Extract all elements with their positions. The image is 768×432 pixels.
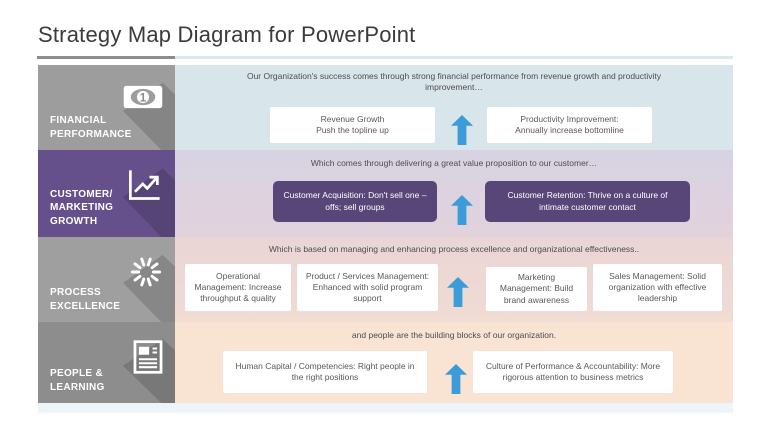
band-caption: Our Organization's success comes through… <box>246 71 662 93</box>
map-body: Our Organization's success comes through… <box>175 65 733 403</box>
strategy-box: Customer Acquisition: Don't sell one – o… <box>273 181 437 222</box>
sidebar-label: PEOPLE & LEARNING <box>50 368 105 393</box>
band-caption: Which is based on managing and enhancing… <box>268 244 640 254</box>
sidebar-item-people-learning: PEOPLE & LEARNING <box>38 322 175 403</box>
sidebar-label: CUSTOMER/ MARKETING GROWTH <box>50 188 114 227</box>
up-arrow-icon <box>451 115 473 145</box>
bottom-reflection-strip <box>38 403 733 413</box>
burst-icon <box>129 255 163 289</box>
band-customer-marketing-growth: Which comes through delivering a great v… <box>175 150 733 237</box>
band-people-learning: and people are the building blocks of ou… <box>175 322 733 403</box>
sidebar-item-process-excellence: PROCESS EXCELLENCE <box>38 237 175 322</box>
title-underline-light <box>175 56 733 59</box>
up-arrow-icon <box>447 277 469 307</box>
strategy-box: Human Capital / Competencies: Right peop… <box>223 351 427 393</box>
money-icon: 1 <box>123 83 163 111</box>
title-underline <box>37 56 733 59</box>
band-process-excellence: Which is based on managing and enhancing… <box>175 237 733 322</box>
svg-text:1: 1 <box>140 91 147 104</box>
strategy-box: Culture of Performance & Accountability:… <box>473 351 673 393</box>
strategy-box: Revenue Growth Push the topline up <box>270 107 435 143</box>
strategy-box: Productivity Improvement: Annually incre… <box>487 107 652 143</box>
sidebar-label: FINANCIAL PERFORMANCE <box>50 115 132 140</box>
up-arrow-icon <box>451 195 473 225</box>
page-title: Strategy Map Diagram for PowerPoint <box>38 22 416 47</box>
line-chart-icon <box>127 168 163 202</box>
title-underline-dark <box>37 56 175 59</box>
strategy-box: Marketing Management: Build brand awaren… <box>486 267 587 311</box>
strategy-map: 1 FINANCIAL PERFORMANCE CUSTOMER/ MARKET… <box>38 65 733 403</box>
sidebar-label: PROCESS EXCELLENCE <box>50 287 121 312</box>
strategy-box: Operational Management: Increase through… <box>185 264 291 311</box>
news-document-icon <box>133 340 163 374</box>
sidebar-item-customer-marketing-growth: CUSTOMER/ MARKETING GROWTH <box>38 150 175 237</box>
strategy-box: Customer Retention: Thrive on a culture … <box>485 181 690 222</box>
band-caption: and people are the building blocks of ou… <box>351 330 557 340</box>
up-arrow-icon <box>445 364 467 394</box>
sidebar-item-financial-performance: 1 FINANCIAL PERFORMANCE <box>38 65 175 150</box>
strategy-box: Sales Management: Solid organization wit… <box>593 264 722 311</box>
band-caption: Which comes through delivering a great v… <box>310 158 598 168</box>
band-financial-performance: Our Organization's success comes through… <box>175 65 733 150</box>
strategy-box: Product / Services Management: Enhanced … <box>297 264 438 311</box>
perspective-sidebar: 1 FINANCIAL PERFORMANCE CUSTOMER/ MARKET… <box>38 65 175 403</box>
